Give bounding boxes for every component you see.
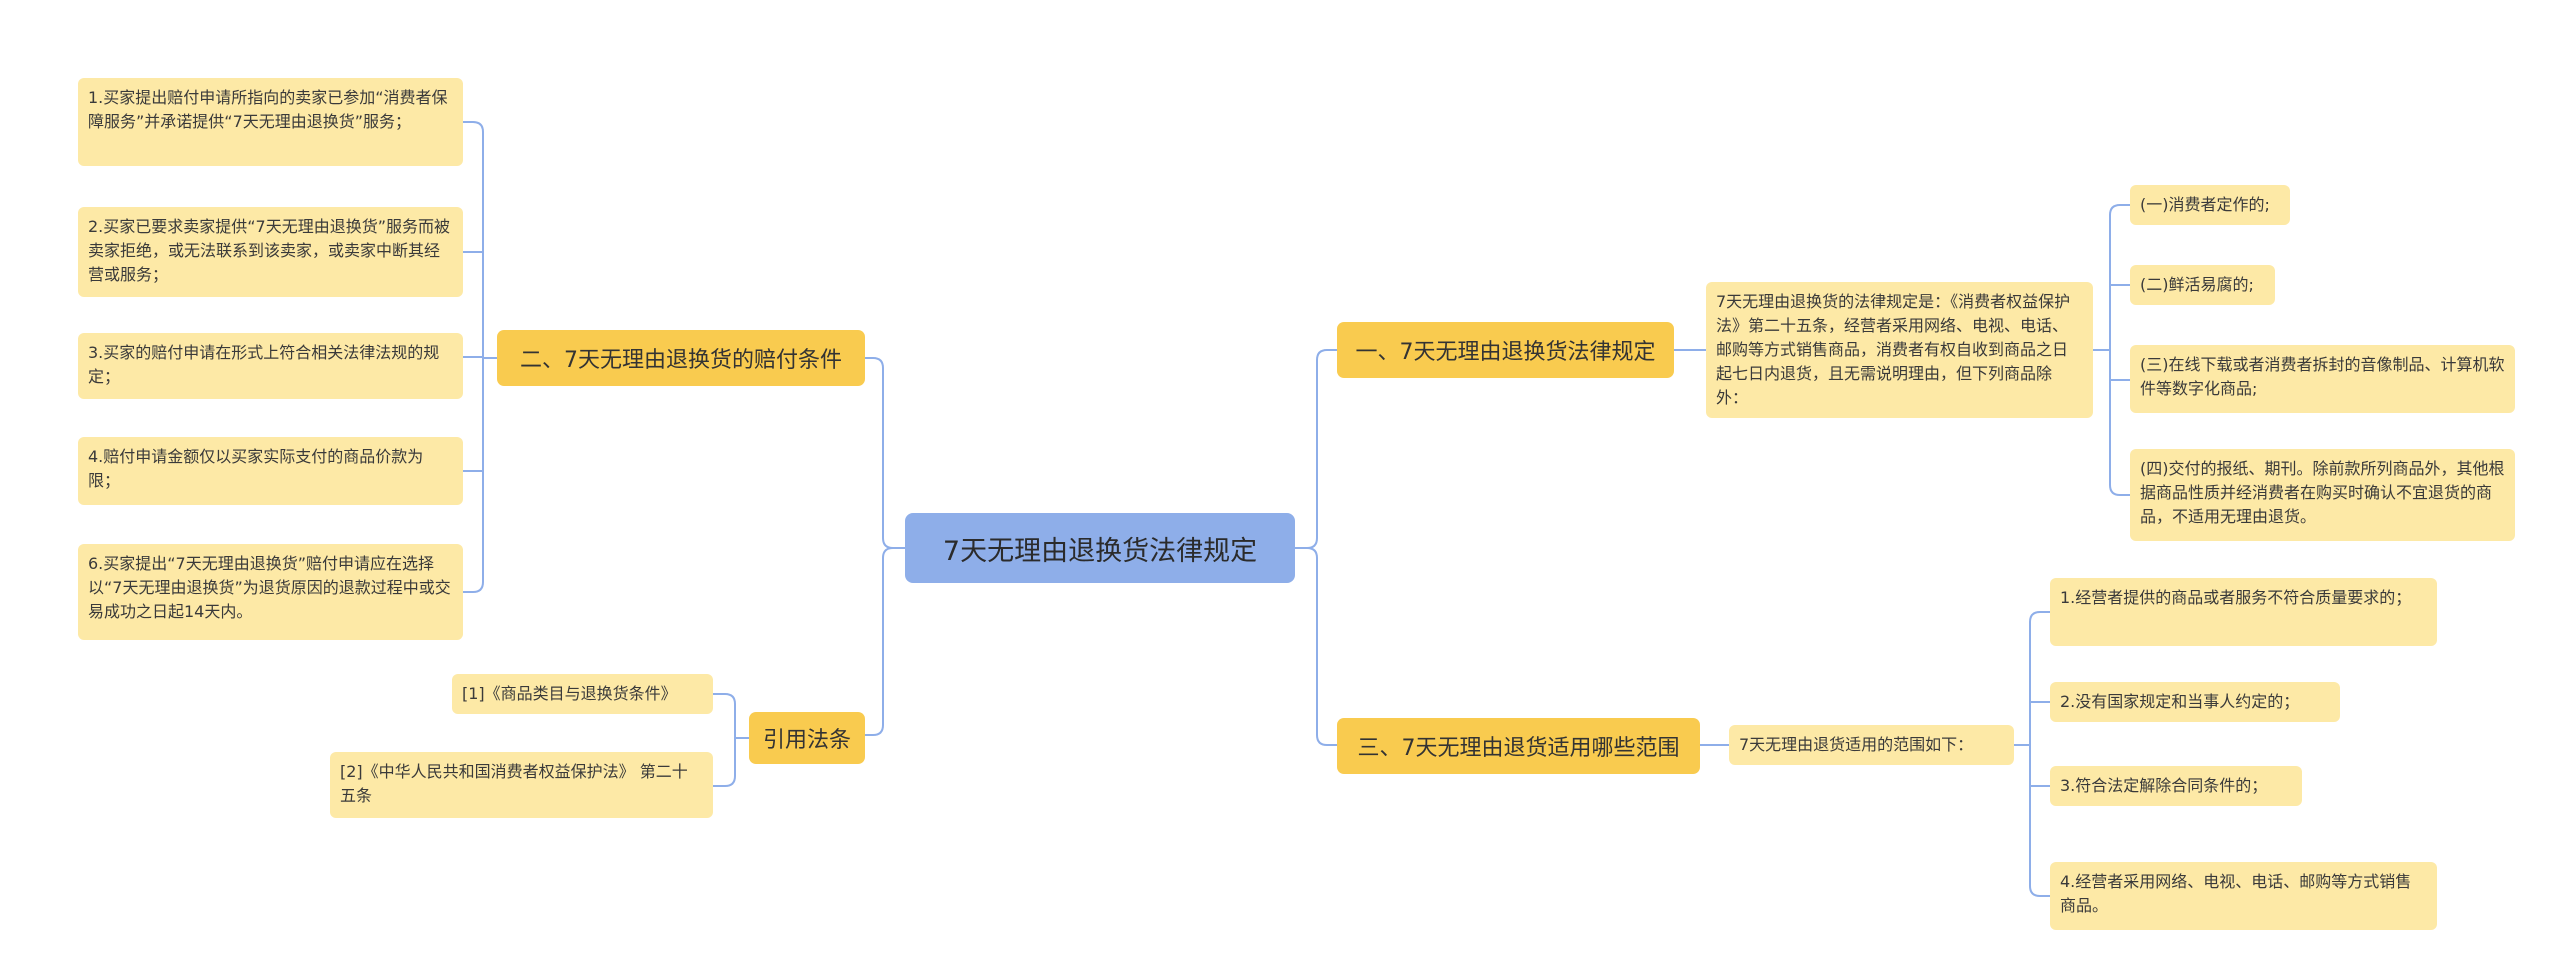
root-topic[interactable]: 7天无理由退换货法律规定 <box>905 513 1295 583</box>
leaf-citation-2[interactable]: [2]《中华人民共和国消费者权益保护法》 第二十五条 <box>330 752 713 818</box>
branch-law-provisions[interactable]: 一、7天无理由退换货法律规定 <box>1337 322 1674 378</box>
leaf-scope-1[interactable]: 1.经营者提供的商品或者服务不符合质量要求的； <box>2050 578 2437 646</box>
leaf-compensation-4[interactable]: 4.赔付申请金额仅以买家实际支付的商品价款为限； <box>78 437 463 505</box>
leaf-law-exception-1[interactable]: (一)消费者定作的; <box>2130 185 2290 225</box>
branch-compensation-conditions[interactable]: 二、7天无理由退换货的赔付条件 <box>497 330 865 386</box>
connector-root-to-compensation <box>865 357 905 549</box>
branch-citations[interactable]: 引用法条 <box>749 712 865 764</box>
leaf-law-exception-2[interactable]: (二)鲜活易腐的; <box>2130 265 2275 305</box>
connector-root-to-law <box>1295 349 1337 549</box>
leaf-scope-3[interactable]: 3.符合法定解除合同条件的； <box>2050 766 2302 806</box>
leaf-scope-4[interactable]: 4.经营者采用网络、电视、电话、邮购等方式销售商品。 <box>2050 862 2437 930</box>
leaf-compensation-2[interactable]: 2.买家已要求卖家提供“7天无理由退换货”服务而被卖家拒绝，或无法联系到该卖家，… <box>78 207 463 297</box>
leaf-compensation-6[interactable]: 6.买家提出“7天无理由退换货”赔付申请应在选择以“7天无理由退换货”为退货原因… <box>78 544 463 640</box>
leaf-compensation-1[interactable]: 1.买家提出赔付申请所指向的卖家已参加“消费者保障服务”并承诺提供“7天无理由退… <box>78 78 463 166</box>
leaf-citation-1[interactable]: [1]《商品类目与退换货条件》 <box>452 674 713 714</box>
leaf-scope-summary[interactable]: 7天无理由退货适用的范围如下： <box>1729 725 2014 765</box>
connector-root-to-scope <box>1295 547 1337 746</box>
leaf-scope-2[interactable]: 2.没有国家规定和当事人约定的； <box>2050 682 2340 722</box>
leaf-law-exception-3[interactable]: (三)在线下载或者消费者拆封的音像制品、计算机软件等数字化商品; <box>2130 345 2515 413</box>
leaf-law-exception-4[interactable]: (四)交付的报纸、期刊。除前款所列商品外，其他根据商品性质并经消费者在购买时确认… <box>2130 449 2515 541</box>
branch-scope[interactable]: 三、7天无理由退货适用哪些范围 <box>1337 718 1700 774</box>
leaf-compensation-3[interactable]: 3.买家的赔付申请在形式上符合相关法律法规的规定； <box>78 333 463 399</box>
connector-root-to-citations <box>865 547 905 736</box>
leaf-law-summary[interactable]: 7天无理由退换货的法律规定是：《消费者权益保护法》第二十五条，经营者采用网络、电… <box>1706 282 2093 418</box>
